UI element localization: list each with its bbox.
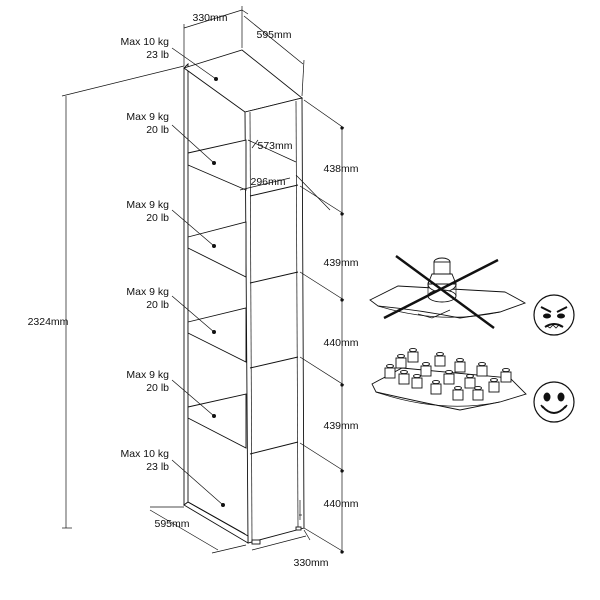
top-dimension-lines: [61, 6, 305, 529]
load-kg-label: Max 10 kg: [121, 448, 170, 460]
bottom-depth-dimension: 330mm: [293, 557, 328, 569]
shelving-unit: [183, 49, 305, 545]
happy-face-icon: [533, 381, 575, 423]
load-lb-label: 20 lb: [146, 124, 169, 136]
top-depth-dimension: 330mm: [192, 12, 227, 24]
load-lb-label: 20 lb: [146, 299, 169, 311]
distributed-load-icon: [371, 367, 527, 411]
bottom-dimension-lines: [149, 506, 311, 554]
spacing-dimension: 438mm: [323, 163, 358, 175]
inner-width-dimension: 573mm: [257, 140, 292, 152]
spacing-dimension: 439mm: [323, 420, 358, 432]
inner-dimension-lines: [239, 139, 331, 211]
shelf-2: [187, 221, 247, 278]
load-leaders: [171, 47, 224, 506]
left-side-panel: [183, 62, 189, 506]
angry-face-icon: [533, 294, 575, 336]
load-labels: Max 10 kg 23 lb Max 9 kg 20 lb Max 9 kg …: [121, 36, 170, 473]
load-lb-label: 20 lb: [146, 212, 169, 224]
load-kg-label: Max 9 kg: [126, 199, 169, 211]
spacing-dimension: 439mm: [323, 257, 358, 269]
load-kg-label: Max 9 kg: [126, 286, 169, 298]
spacing-dimension: 440mm: [323, 498, 358, 510]
bottom-panel: [183, 501, 249, 544]
load-lb-label: 23 lb: [146, 461, 169, 473]
spacing-dimension: 440mm: [323, 337, 358, 349]
load-lb-label: 20 lb: [146, 382, 169, 394]
load-kg-label: Max 9 kg: [126, 111, 169, 123]
shelf-3: [187, 307, 247, 363]
right-front-panel: [244, 97, 305, 544]
top-width-dimension: 595mm: [256, 29, 291, 41]
height-dimension: 2324mm: [28, 316, 69, 328]
load-kg-label: Max 10 kg: [121, 36, 170, 48]
load-lb-label: 23 lb: [146, 49, 169, 61]
spacing-dimension-lines: [299, 99, 345, 554]
load-kg-label: Max 9 kg: [126, 369, 169, 381]
inner-depth-dimension: 296mm: [250, 176, 285, 188]
distributed-load-jars: [384, 347, 512, 401]
bottom-width-dimension: 595mm: [154, 518, 189, 530]
shelf-4: [187, 393, 247, 449]
heavy-single-load-crossed-icon: [369, 255, 527, 329]
